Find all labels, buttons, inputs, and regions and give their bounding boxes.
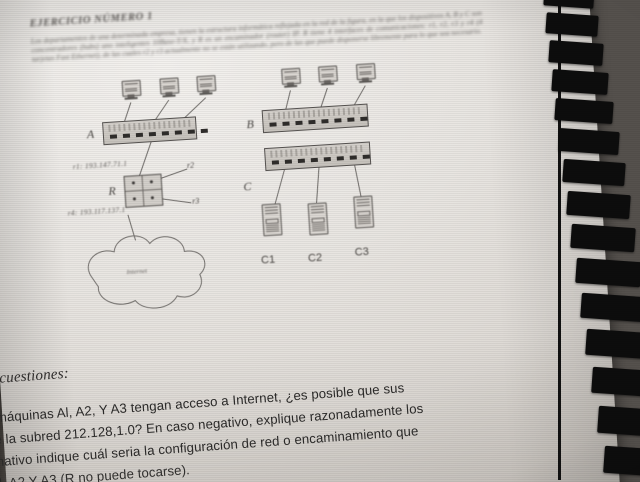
computer-c2 <box>307 202 329 236</box>
binding-tooth <box>543 0 595 9</box>
binding-tooth <box>554 98 614 124</box>
binding-tooth <box>558 127 620 156</box>
hub-a-label: A <box>86 126 95 142</box>
binding-tooth <box>566 190 631 220</box>
computer-c3-label: C3 <box>354 245 370 259</box>
binding-tooth <box>603 445 640 478</box>
binding-tooth <box>591 366 640 398</box>
binding-tooth <box>580 292 640 323</box>
binding-tooth <box>570 223 636 253</box>
binding-tooth <box>548 40 604 66</box>
workstation-a1 <box>121 79 142 102</box>
internet-cloud-label: Internet <box>126 267 148 277</box>
router-interface-r3-label: r3 <box>191 196 200 206</box>
computer-c3 <box>353 195 375 229</box>
workstation-b1 <box>281 67 302 90</box>
router-interface-r2-label: r2 <box>186 160 195 171</box>
hub-c-label: C <box>242 179 252 194</box>
document-page: EJERCICIO NÚMERO 1 Los departamentos de … <box>0 0 620 482</box>
binding-tooth <box>597 405 640 438</box>
binding-tooth <box>585 328 640 360</box>
comb-binding <box>522 0 640 482</box>
workstation-b3 <box>355 63 376 85</box>
binding-tooth <box>551 69 609 95</box>
hub-b-label: B <box>246 116 255 132</box>
binding-tooth <box>562 158 626 187</box>
internet-cloud-shape <box>87 235 206 309</box>
workstation-a3 <box>196 75 217 97</box>
workstation-a2 <box>159 77 180 100</box>
binding-tooth <box>575 257 640 288</box>
workstation-b2 <box>317 65 338 88</box>
network-diagram: A r1: 193.147.71.1 R r2 r3 r4: 193.117.1… <box>21 50 508 369</box>
binding-tooth <box>545 12 599 37</box>
computer-c1 <box>261 203 283 237</box>
binding-spine <box>558 0 561 480</box>
computer-c2-label: C2 <box>307 251 323 265</box>
computer-c1-label: C1 <box>260 253 276 267</box>
router-label: R <box>107 183 117 198</box>
router-r <box>123 173 164 208</box>
